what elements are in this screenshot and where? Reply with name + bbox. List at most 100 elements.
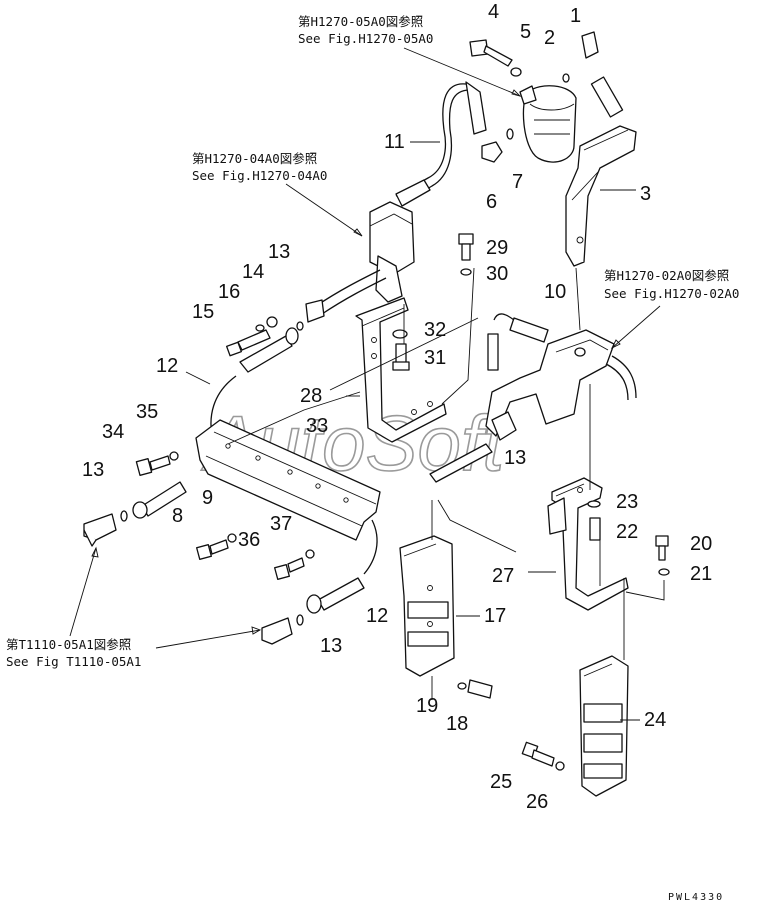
leader-lines [69,47,661,721]
callout-17: 17 [484,605,506,627]
ref-h1270-02a0-en: See Fig.H1270-02A0 [604,286,739,301]
callout-5: 5 [520,21,531,43]
callout-3: 3 [640,183,651,205]
o-ring-13-lower [296,614,304,626]
callout-12-lower: 12 [366,605,388,627]
bolt-36 [274,557,305,580]
callout-15: 15 [192,301,214,323]
drawing-code: PWL4330 [668,892,724,903]
washer-23 [587,500,601,508]
callout-25: 25 [490,771,512,793]
bracket-24 [579,655,629,797]
hose-fitting-left [132,481,187,519]
bracket-27 [547,477,629,611]
valve-block [369,201,415,303]
callout-24: 24 [644,709,666,731]
callout-22: 22 [616,521,638,543]
bolt-18 [467,679,493,699]
bolt-29 [458,233,474,261]
adapter-left [83,513,117,547]
ref-h1270-04a0-jp: 第H1270-04A0図参照 [192,151,317,166]
callout-32: 32 [424,319,446,341]
callout-13-lower: 13 [320,635,342,657]
hose-11 [395,81,487,207]
pump-assembly [519,85,577,163]
bracket-3 [565,125,637,267]
bracket-28 [355,297,447,443]
callout-9: 9 [202,487,213,509]
callout-13-upper: 13 [268,241,290,263]
callout-10: 10 [544,281,566,303]
washer-5 [510,67,522,77]
callout-13-right: 13 [504,447,526,469]
callout-34: 34 [102,421,124,443]
connector-33 [429,411,517,483]
bolt-31 [392,343,410,371]
bolt-25 [521,741,555,767]
callout-16: 16 [218,281,240,303]
frame-37 [195,419,381,541]
ref-h1270-05a0-jp: 第H1270-05A0図参照 [298,14,423,29]
elbow-6 [481,141,503,163]
adapter-lower [261,617,293,645]
o-ring-13-upper [296,321,304,331]
callout-26: 26 [526,791,548,813]
ref-t1110-05a1-en: See Fig T1110-05A1 [6,654,141,669]
callout-28: 28 [300,385,322,407]
callout-11: 11 [384,131,405,153]
callout-6: 6 [486,191,497,213]
washer-16 [255,324,265,332]
bolt-4 [469,39,513,67]
bolt-8 [196,539,229,560]
o-ring-13-left [120,510,128,522]
clamp-14 [266,316,278,328]
callout-35: 35 [136,401,158,423]
callout-33: 33 [306,415,328,437]
pipe-to-valve [305,269,387,323]
callout-18: 18 [446,713,468,735]
callout-31: 31 [424,347,446,369]
ref-t1110-05a1-jp: 第T1110-05A1図参照 [6,637,131,652]
ref-h1270-05a0-en: See Fig.H1270-05A0 [298,31,433,46]
callout-36: 36 [238,529,260,551]
callout-30: 30 [486,263,508,285]
hose-right [605,355,637,401]
callout-37: 37 [270,513,292,535]
ref-h1270-02a0-jp: 第H1270-02A0図参照 [604,268,729,283]
callout-21: 21 [690,563,712,585]
o-ring-7 [506,128,514,140]
o-ring-2 [562,73,570,83]
bolt-20 [655,535,669,561]
bracket-17 [399,535,455,677]
washer-30 [460,268,472,276]
hose-fitting-lower [306,577,365,614]
hose-fitting-upper [239,327,299,373]
callout-7: 7 [512,171,523,193]
callout-27: 27 [492,565,514,587]
callout-19: 19 [416,695,438,717]
washer-32 [392,329,408,339]
callout-1: 1 [570,5,581,27]
callout-4: 4 [488,1,499,23]
callout-2: 2 [544,27,555,49]
fitting-1 [581,31,624,118]
callout-numbers: 1 2 3 4 5 6 7 8 9 10 11 12 12 13 13 13 1… [82,1,712,813]
assembly-lines [227,267,665,700]
washer-36 [305,549,315,559]
callout-20: 20 [690,533,712,555]
washer-35 [169,451,179,461]
washer-19 [457,682,467,690]
bolt-15 [226,329,271,357]
bolt-34 [135,455,171,476]
washer-21 [658,568,670,576]
callout-14: 14 [242,261,264,283]
washer-9 [227,533,237,543]
washer-26 [555,761,565,771]
callout-13-left: 13 [82,459,104,481]
callout-12-upper: 12 [156,355,178,377]
hose-10 [487,313,549,371]
ref-h1270-04a0-en: See Fig.H1270-04A0 [192,168,327,183]
control-valve-right [485,329,615,437]
